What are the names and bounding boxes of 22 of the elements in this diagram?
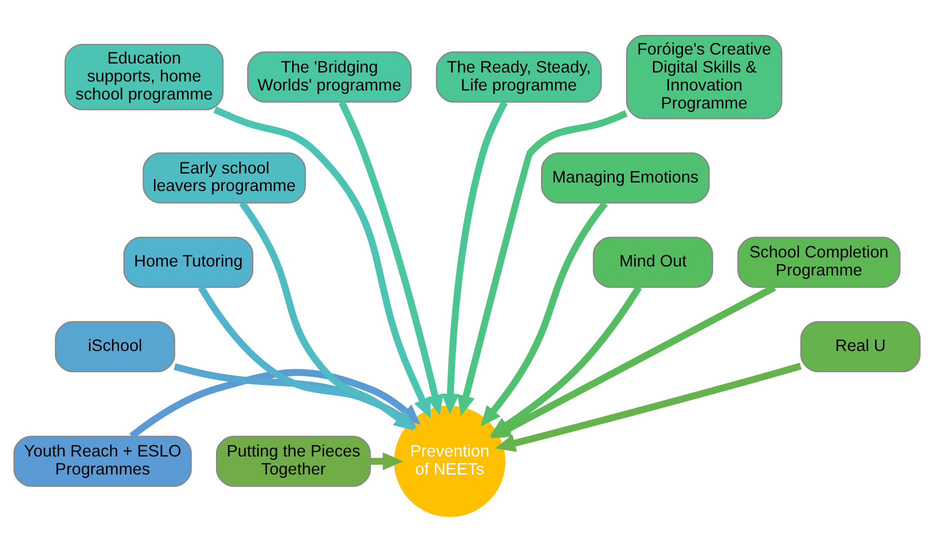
- node-box: Managing Emotions: [540, 152, 710, 204]
- node-box: Putting the Pieces Together: [216, 435, 371, 486]
- node-box: Mind Out: [592, 236, 714, 288]
- node-box: The 'Bridging Worlds' programme: [247, 50, 412, 102]
- node-box: Real U: [800, 320, 921, 372]
- node-box: Youth Reach + ESLO Programmes: [13, 435, 192, 486]
- node-box: The Ready, Steady, Life programme: [436, 50, 602, 102]
- node-box: Early school leavers programme: [142, 152, 306, 204]
- arrow: [129, 368, 421, 438]
- arrow: [457, 110, 628, 416]
- node-box: iSchool: [54, 320, 176, 372]
- arrow: [480, 200, 608, 426]
- node-box: School Completion Programme: [737, 236, 901, 288]
- node-box: Foróige's Creative Digital Skills & Innovation Programme: [626, 34, 782, 119]
- arrow: [370, 452, 404, 470]
- arrow: [338, 100, 444, 415]
- arrow: [494, 362, 802, 452]
- arrow: [441, 100, 508, 414]
- node-box: Home Tutoring: [123, 236, 254, 288]
- arrow: [239, 200, 415, 430]
- node-box: Education supports, home school programme: [64, 43, 224, 110]
- arrow: [213, 106, 431, 418]
